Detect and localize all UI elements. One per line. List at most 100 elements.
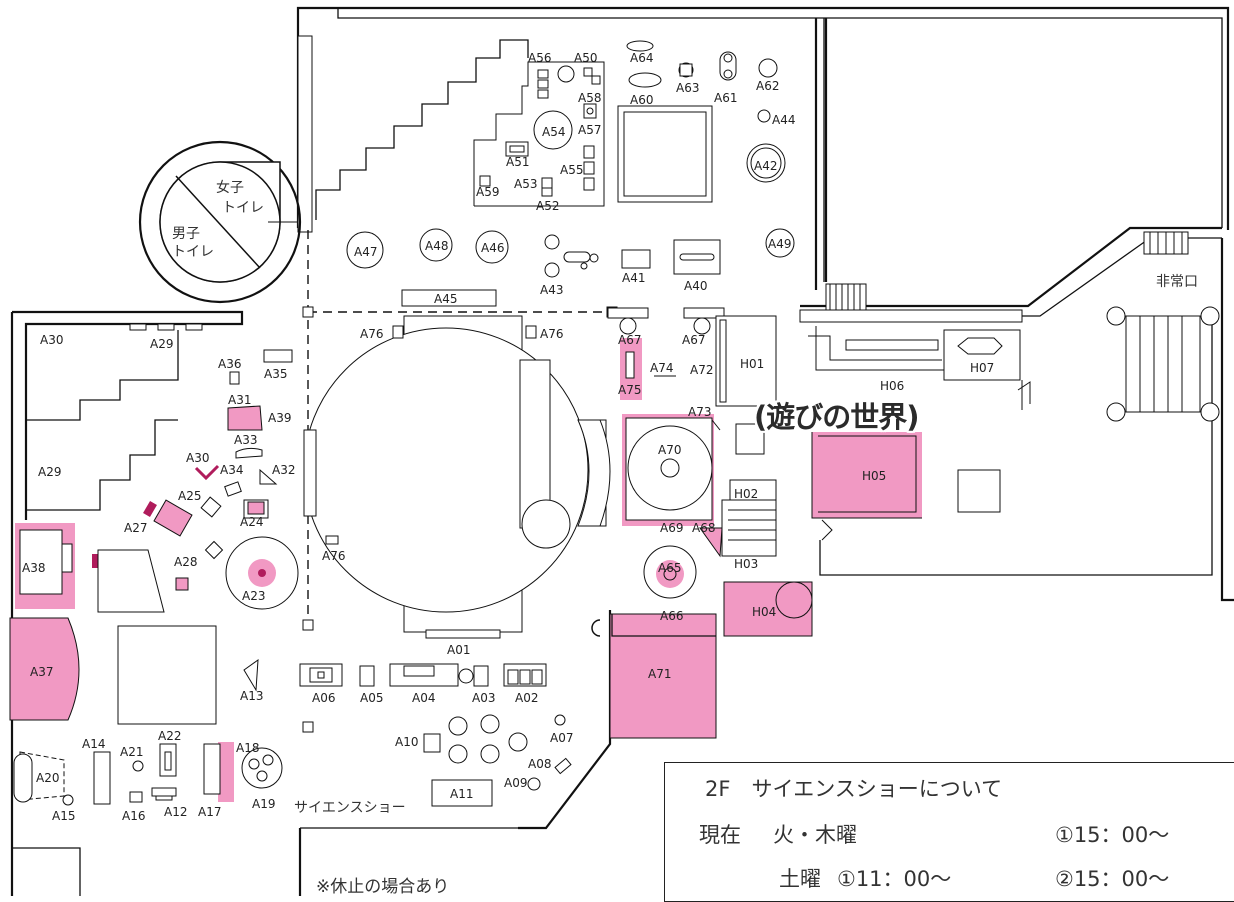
label-A45: A45 xyxy=(434,292,457,306)
label-A51: A51 xyxy=(506,155,529,169)
label-A39: A39 xyxy=(268,411,291,425)
label-A07: A07 xyxy=(550,731,573,745)
middle-top-exhibits xyxy=(346,228,795,307)
label-A68: A68 xyxy=(692,521,715,535)
saturday-time-1: ①11：00～ xyxy=(837,867,952,891)
exhibit-labels: A01 A02 A03 A04 A05 A06 A07 A08 A09 A10 … xyxy=(22,51,994,823)
left-exhibits xyxy=(9,323,299,806)
label-H01: H01 xyxy=(740,357,764,371)
label-A19: A19 xyxy=(252,797,275,811)
male-restroom-label: 男子 xyxy=(172,226,200,242)
male-restroom-label-2: トイレ xyxy=(172,244,214,260)
emergency-exit-label: 非常口 xyxy=(1156,274,1198,290)
restroom xyxy=(138,140,302,304)
label-A02: A02 xyxy=(515,691,538,705)
label-A22: A22 xyxy=(158,729,181,743)
science-show-schedule-box: 2F サイエンスショーについて 現在 火・木曜 ①15：00～ 土曜 ①11：0… xyxy=(664,762,1234,902)
label-A36: A36 xyxy=(218,357,241,371)
label-A14: A14 xyxy=(82,737,105,751)
label-H05: H05 xyxy=(862,469,886,483)
label-A18: A18 xyxy=(236,741,259,755)
label-A42: A42 xyxy=(754,159,777,173)
label-A71: A71 xyxy=(648,667,671,681)
label-A52: A52 xyxy=(536,199,559,213)
label-A44: A44 xyxy=(772,113,795,127)
right-center-exhibits xyxy=(591,307,813,739)
label-A49: A49 xyxy=(768,237,791,251)
label-H07: H07 xyxy=(970,361,994,375)
label-A27: A27 xyxy=(124,521,147,535)
label-A28: A28 xyxy=(174,555,197,569)
schedule-title: 2F サイエンスショーについて xyxy=(705,777,1003,801)
label-A61: A61 xyxy=(714,91,737,105)
label-A76-left: A76 xyxy=(360,327,383,341)
label-A76-bottom: A76 xyxy=(322,549,345,563)
female-restroom-label: 女子 xyxy=(216,179,244,196)
label-A29-left: A29 xyxy=(38,465,61,479)
label-A17: A17 xyxy=(198,805,221,819)
label-A23: A23 xyxy=(242,589,265,603)
label-A46: A46 xyxy=(481,241,504,255)
central-dome xyxy=(303,315,611,639)
label-A11: A11 xyxy=(450,787,473,801)
label-A03: A03 xyxy=(472,691,495,705)
label-A05: A05 xyxy=(360,691,383,705)
label-A35: A35 xyxy=(264,367,287,381)
restroom-labels: 女子 トイレ 男子 トイレ 非常口 サイエンスショー xyxy=(172,179,1198,816)
right-zone xyxy=(799,231,1220,541)
label-A16: A16 xyxy=(122,809,145,823)
label-H06: H06 xyxy=(880,379,904,393)
label-A09: A09 xyxy=(504,776,527,790)
label-A06: A06 xyxy=(312,691,335,705)
zone-label-play-world: (遊びの世界) xyxy=(754,400,920,434)
label-A56: A56 xyxy=(528,51,551,65)
label-A37: A37 xyxy=(30,665,53,679)
label-A57: A57 xyxy=(578,123,601,137)
label-A38: A38 xyxy=(22,561,45,575)
label-A76-right: A76 xyxy=(540,327,563,341)
label-A63: A63 xyxy=(676,81,699,95)
label-A59: A59 xyxy=(476,185,499,199)
label-A40: A40 xyxy=(684,279,707,293)
weekday-days: 火・木曜 xyxy=(773,823,857,847)
label-A75: A75 xyxy=(618,383,641,397)
label-A65: A65 xyxy=(658,561,681,575)
female-restroom-label-2: トイレ xyxy=(222,200,264,216)
saturday-time-2: ②15：00～ xyxy=(1055,867,1170,891)
top-left-wall xyxy=(297,35,313,233)
top-exhibit-area xyxy=(473,40,786,207)
label-A43: A43 xyxy=(540,283,563,297)
label-A41: A41 xyxy=(622,271,645,285)
label-A62: A62 xyxy=(756,79,779,93)
label-A55: A55 xyxy=(560,163,583,177)
label-A25: A25 xyxy=(178,489,201,503)
label-A04: A04 xyxy=(412,691,435,705)
label-A58: A58 xyxy=(578,91,601,105)
label-A67-left: A67 xyxy=(618,333,641,347)
label-A10: A10 xyxy=(395,735,418,749)
label-A70: A70 xyxy=(658,443,681,457)
label-A13: A13 xyxy=(240,689,263,703)
bottom-middle-exhibits xyxy=(299,663,572,807)
suspension-note: ※休止の場合あり xyxy=(316,877,450,897)
saturday-days: 土曜 xyxy=(779,867,821,891)
label-A34: A34 xyxy=(220,463,243,477)
label-A64: A64 xyxy=(630,51,653,65)
science-show-area-label: サイエンスショー xyxy=(294,800,406,816)
label-A31: A31 xyxy=(228,393,251,407)
label-A69: A69 xyxy=(660,521,683,535)
outer-walls xyxy=(10,6,1234,896)
label-A66: A66 xyxy=(660,609,683,623)
label-A53: A53 xyxy=(514,177,537,191)
label-A60: A60 xyxy=(630,93,653,107)
label-A08: A08 xyxy=(528,757,551,771)
label-H02: H02 xyxy=(734,487,758,501)
label-A21: A21 xyxy=(120,745,143,759)
label-H03: H03 xyxy=(734,557,758,571)
label-A67-right: A67 xyxy=(682,333,705,347)
label-A15: A15 xyxy=(52,809,75,823)
label-A73: A73 xyxy=(688,405,711,419)
label-A12: A12 xyxy=(164,805,187,819)
label-H04: H04 xyxy=(752,605,776,619)
